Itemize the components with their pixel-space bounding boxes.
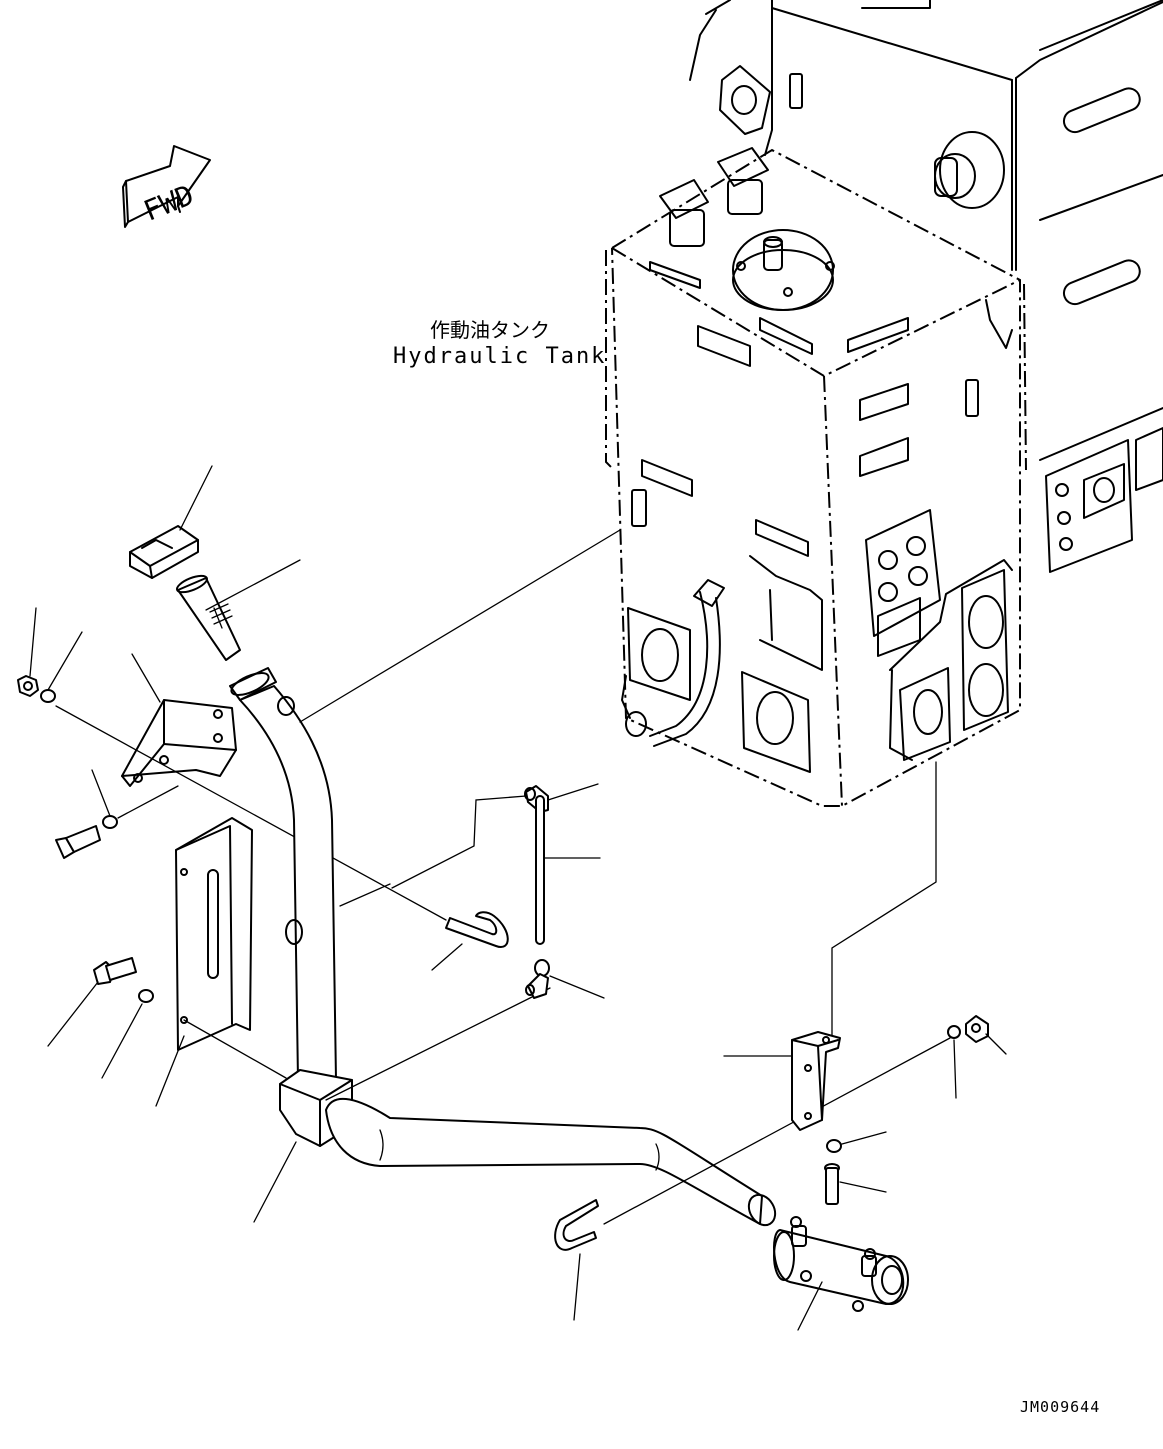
tank-label-jp: 作動油タンク [430,318,550,342]
sight-tube [535,795,601,945]
fwd-arrow-icon: FWD [122,145,211,228]
right-bracket [723,761,1007,1205]
hose-coupling [773,1216,909,1331]
fastener-set-upper [17,607,447,921]
strainer-part [175,559,301,661]
oil-filler-pipe [229,529,777,1227]
tank-label-en: Hydraulic Tank [393,344,606,369]
support-plate [155,817,287,1107]
elbow-upper [391,783,599,889]
hydraulic-tank [605,0,1163,807]
filler-cap-part [129,465,213,579]
u-bolt-upper [431,911,509,971]
u-bolt-lower [554,1037,951,1321]
drawing-number: JM009644 [1020,1398,1100,1416]
elbow-lower [525,959,605,999]
fastener-set-lower [47,957,154,1079]
